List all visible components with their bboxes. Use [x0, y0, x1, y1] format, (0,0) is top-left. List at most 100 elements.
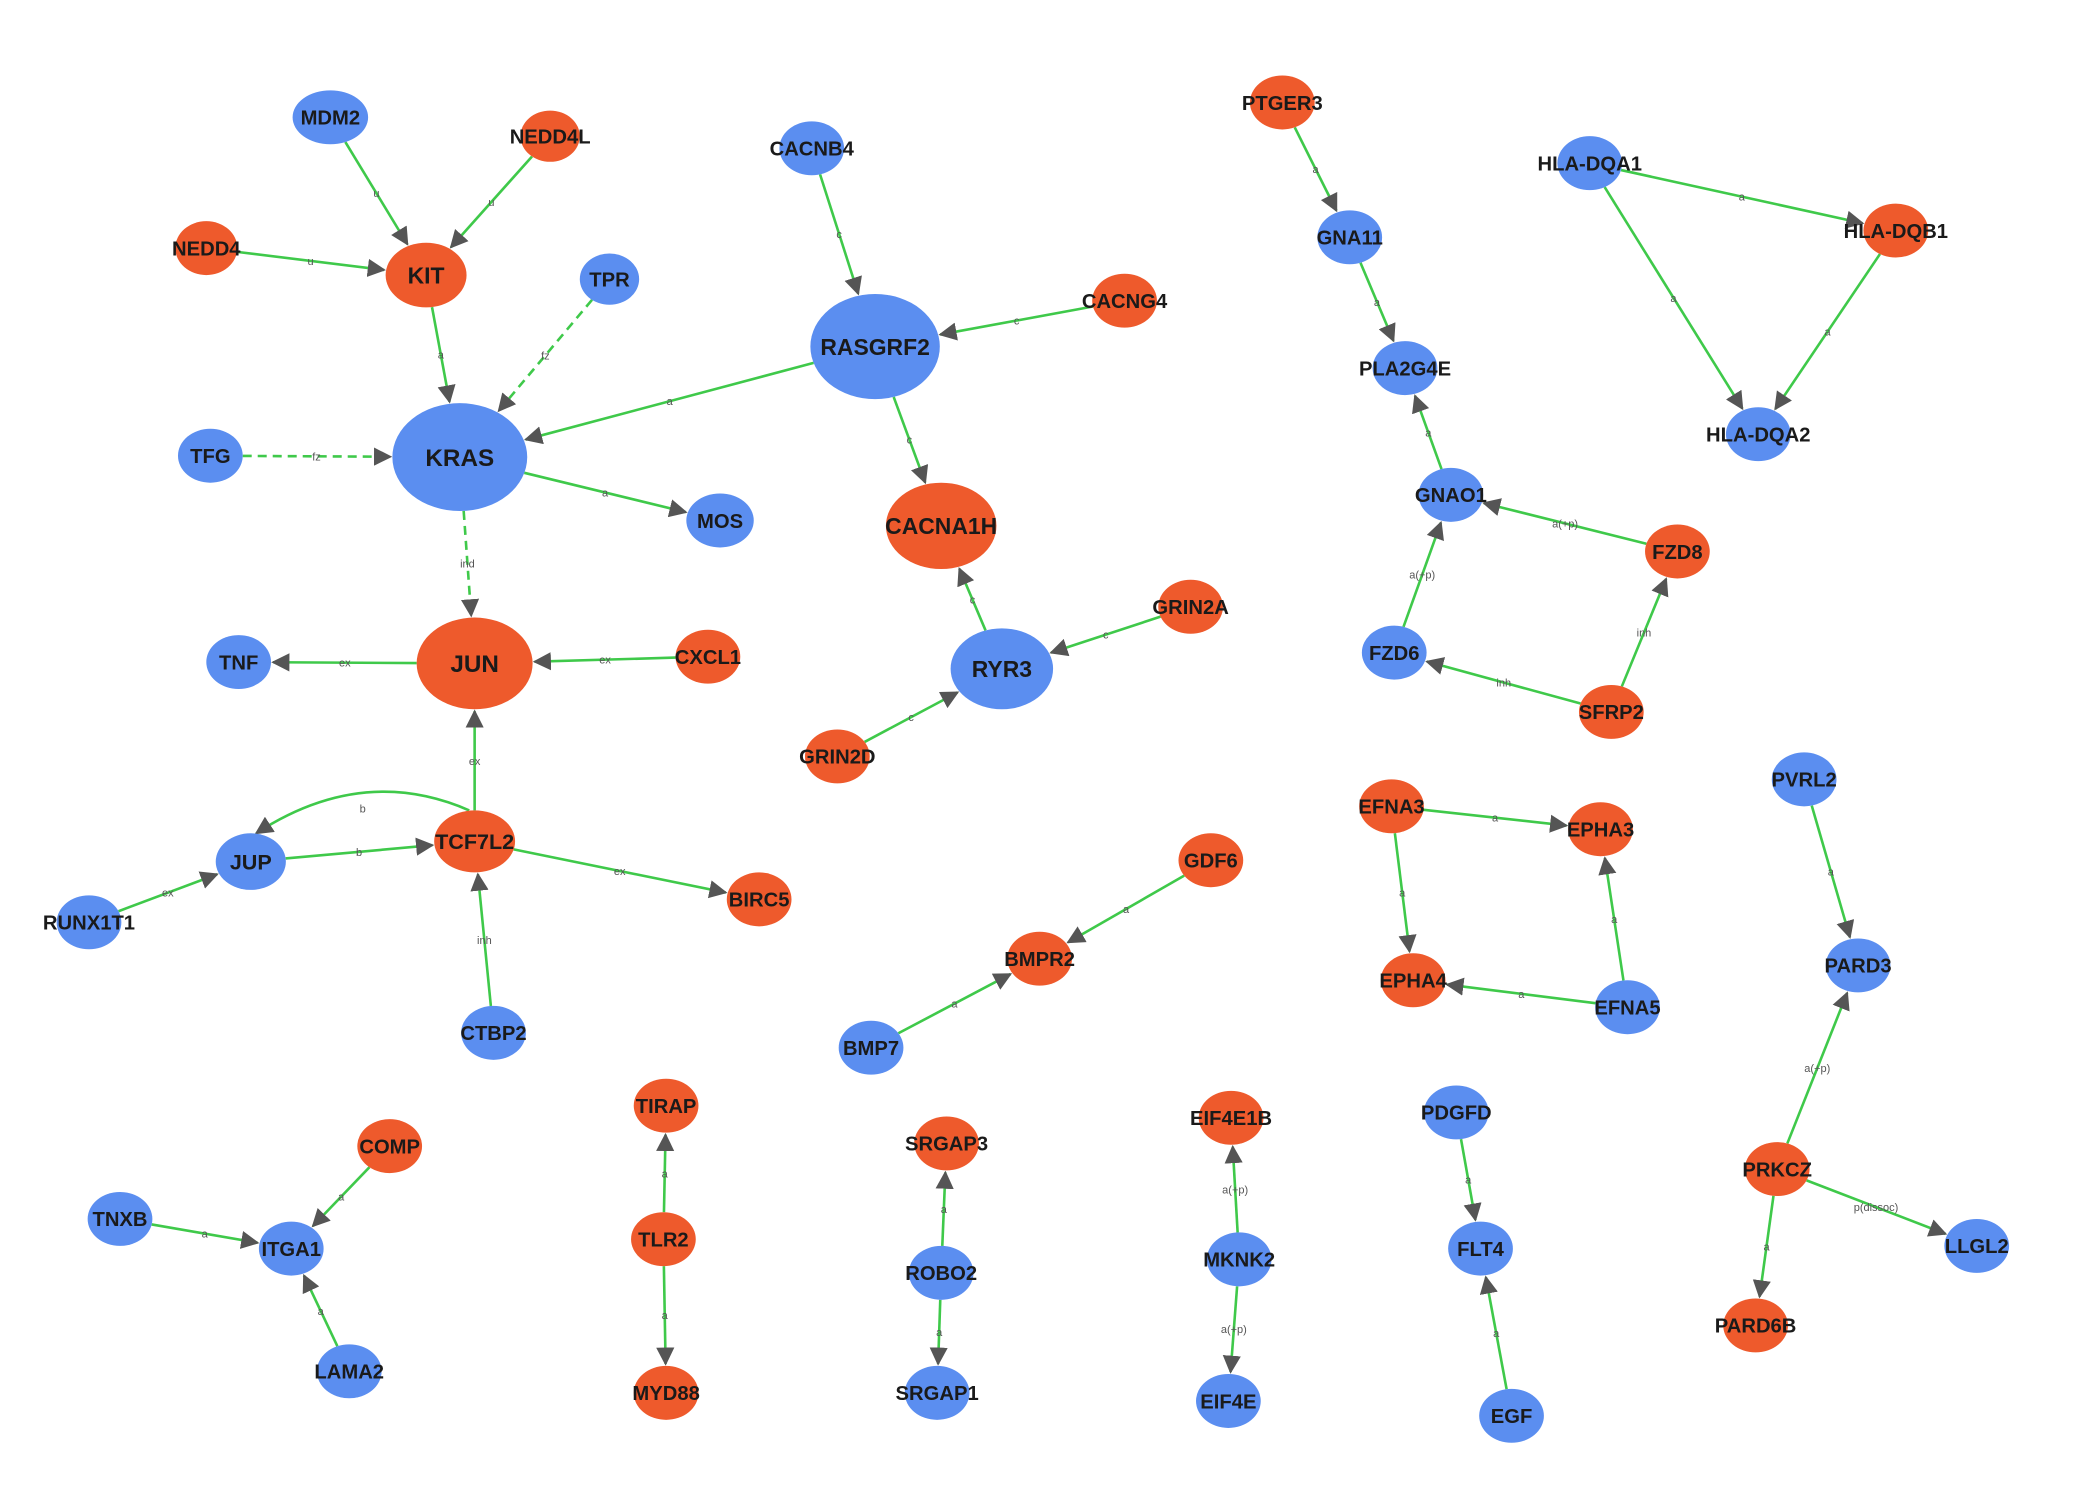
- edge-label: a: [662, 1310, 669, 1322]
- node-jup[interactable]: JUP: [215, 833, 286, 890]
- node-cxcl1[interactable]: CXCL1: [675, 629, 741, 684]
- node-srgap1[interactable]: SRGAP1: [896, 1365, 979, 1420]
- node-gdf6[interactable]: GDF6: [1178, 833, 1244, 888]
- node-hla-dqa1[interactable]: HLA-DQA1: [1538, 136, 1642, 191]
- node-pdgfd[interactable]: PDGFD: [1421, 1085, 1492, 1140]
- node-cacnb4[interactable]: CACNB4: [770, 121, 855, 176]
- node-shape: [633, 1365, 699, 1420]
- node-mos[interactable]: MOS: [686, 493, 754, 548]
- edge-tcf7l2-to-birc5: [513, 848, 728, 899]
- node-tpr[interactable]: TPR: [579, 253, 640, 305]
- node-shape: [885, 482, 997, 570]
- node-itga1[interactable]: ITGA1: [258, 1221, 324, 1276]
- node-label: NEDD4: [172, 238, 241, 260]
- node-eif4e[interactable]: EIF4E: [1196, 1374, 1261, 1428]
- node-shape: [1196, 1374, 1261, 1428]
- edge-label: inh: [1496, 678, 1511, 690]
- node-kit[interactable]: KIT: [385, 242, 467, 308]
- node-shape: [908, 1245, 974, 1300]
- node-ryr3[interactable]: RYR3: [950, 628, 1054, 710]
- node-label: KIT: [408, 262, 445, 288]
- node-mdm2[interactable]: MDM2: [292, 90, 369, 145]
- node-label: RUNX1T1: [43, 913, 135, 935]
- edge-jun-to-tnf: [271, 653, 417, 672]
- node-gnao1[interactable]: GNAO1: [1415, 467, 1487, 522]
- node-efna3[interactable]: EFNA3: [1358, 779, 1425, 834]
- node-shape: [177, 428, 243, 483]
- node-hla-dqa2[interactable]: HLA-DQA2: [1706, 407, 1811, 462]
- node-shape: [1380, 953, 1446, 1008]
- edge-label: inh: [1637, 628, 1652, 640]
- node-label: MDM2: [301, 108, 361, 130]
- node-pvrl2[interactable]: PVRL2: [1772, 752, 1837, 807]
- node-shape: [950, 628, 1054, 710]
- node-tirap[interactable]: TIRAP: [633, 1078, 699, 1133]
- node-pla2g4e[interactable]: PLA2G4E: [1359, 341, 1451, 396]
- node-myd88[interactable]: MYD88: [632, 1365, 700, 1420]
- edge-gnao1-to-pla2g4e: [1412, 394, 1443, 470]
- edge-label: a(+p): [1409, 570, 1435, 582]
- node-shape: [1359, 779, 1424, 834]
- node-pard6b[interactable]: PARD6B: [1715, 1298, 1797, 1353]
- node-label: TPR: [589, 269, 630, 291]
- node-runx1t1[interactable]: RUNX1T1: [43, 895, 135, 950]
- node-bmp7[interactable]: BMP7: [838, 1020, 904, 1075]
- node-fzd8[interactable]: FZD8: [1645, 524, 1710, 579]
- node-nedd4l[interactable]: NEDD4L: [510, 110, 591, 162]
- edge-label: a: [1313, 164, 1320, 176]
- node-eif4e1b[interactable]: EIF4E1B: [1190, 1090, 1272, 1145]
- node-kras[interactable]: KRAS: [392, 403, 528, 512]
- node-shape: [56, 895, 122, 950]
- node-comp[interactable]: COMP: [357, 1119, 423, 1174]
- node-label: CTBP2: [460, 1023, 526, 1045]
- edge-label: ex: [614, 866, 626, 878]
- node-grin2d[interactable]: GRIN2D: [799, 729, 876, 784]
- edge-jup-to-tcf7l2: [285, 837, 435, 860]
- edge-label: p(dissoc): [1854, 1202, 1899, 1214]
- edge-label: a(+p): [1222, 1185, 1248, 1197]
- node-label: CACNA1H: [885, 513, 997, 539]
- node-pard3[interactable]: PARD3: [1825, 938, 1892, 993]
- node-epha3[interactable]: EPHA3: [1567, 802, 1634, 857]
- edge-nedd4-to-kit: [236, 250, 386, 277]
- node-prkcz[interactable]: PRKCZ: [1742, 1142, 1812, 1197]
- node-ptger3[interactable]: PTGER3: [1242, 75, 1323, 130]
- node-grin2a[interactable]: GRIN2A: [1152, 579, 1229, 634]
- node-cacng4[interactable]: CACNG4: [1082, 273, 1168, 328]
- node-nedd4[interactable]: NEDD4: [172, 221, 241, 276]
- node-bmpr2[interactable]: BMPR2: [1004, 931, 1075, 986]
- node-label: SRGAP1: [896, 1383, 979, 1405]
- edge-label: a: [1123, 904, 1130, 916]
- node-jun[interactable]: JUN: [416, 617, 533, 710]
- node-rasgrf2[interactable]: RASGRF2: [810, 293, 940, 400]
- node-srgap3[interactable]: SRGAP3: [905, 1116, 988, 1171]
- node-tlr2[interactable]: TLR2: [631, 1212, 696, 1267]
- node-epha4[interactable]: EPHA4: [1379, 953, 1448, 1008]
- node-robo2[interactable]: ROBO2: [905, 1245, 977, 1300]
- edge-label: c: [970, 595, 976, 607]
- node-lama2[interactable]: LAMA2: [314, 1344, 384, 1399]
- node-egf[interactable]: EGF: [1479, 1388, 1544, 1443]
- node-label: SFRP2: [1579, 702, 1644, 724]
- node-ctbp2[interactable]: CTBP2: [460, 1005, 527, 1060]
- node-llgl2[interactable]: LLGL2: [1944, 1218, 2010, 1273]
- edge-ctbp2-to-tcf7l2: [470, 872, 493, 1007]
- node-birc5[interactable]: BIRC5: [726, 872, 792, 927]
- node-tfg[interactable]: TFG: [177, 428, 243, 483]
- node-fzd6[interactable]: FZD6: [1361, 625, 1427, 680]
- node-hla-dqb1[interactable]: HLA-DQB1: [1844, 203, 1948, 258]
- node-label: PDGFD: [1421, 1103, 1492, 1125]
- node-tnf[interactable]: TNF: [206, 635, 272, 690]
- node-tnxb[interactable]: TNXB: [87, 1191, 153, 1246]
- node-cacna1h[interactable]: CACNA1H: [885, 482, 997, 570]
- edge-runx1t1-to-jup: [118, 871, 219, 913]
- node-flt4[interactable]: FLT4: [1448, 1221, 1513, 1276]
- node-efna5[interactable]: EFNA5: [1594, 980, 1661, 1035]
- edge-fzd8-to-gnao1: [1482, 498, 1647, 546]
- node-sfrp2[interactable]: SFRP2: [1579, 684, 1644, 739]
- node-gna11[interactable]: GNA11: [1317, 210, 1383, 265]
- node-tcf7l2[interactable]: TCF7L2: [434, 810, 516, 873]
- node-label: KRAS: [425, 445, 494, 472]
- edge-label: ex: [599, 655, 611, 667]
- node-mknk2[interactable]: MKNK2: [1203, 1232, 1275, 1287]
